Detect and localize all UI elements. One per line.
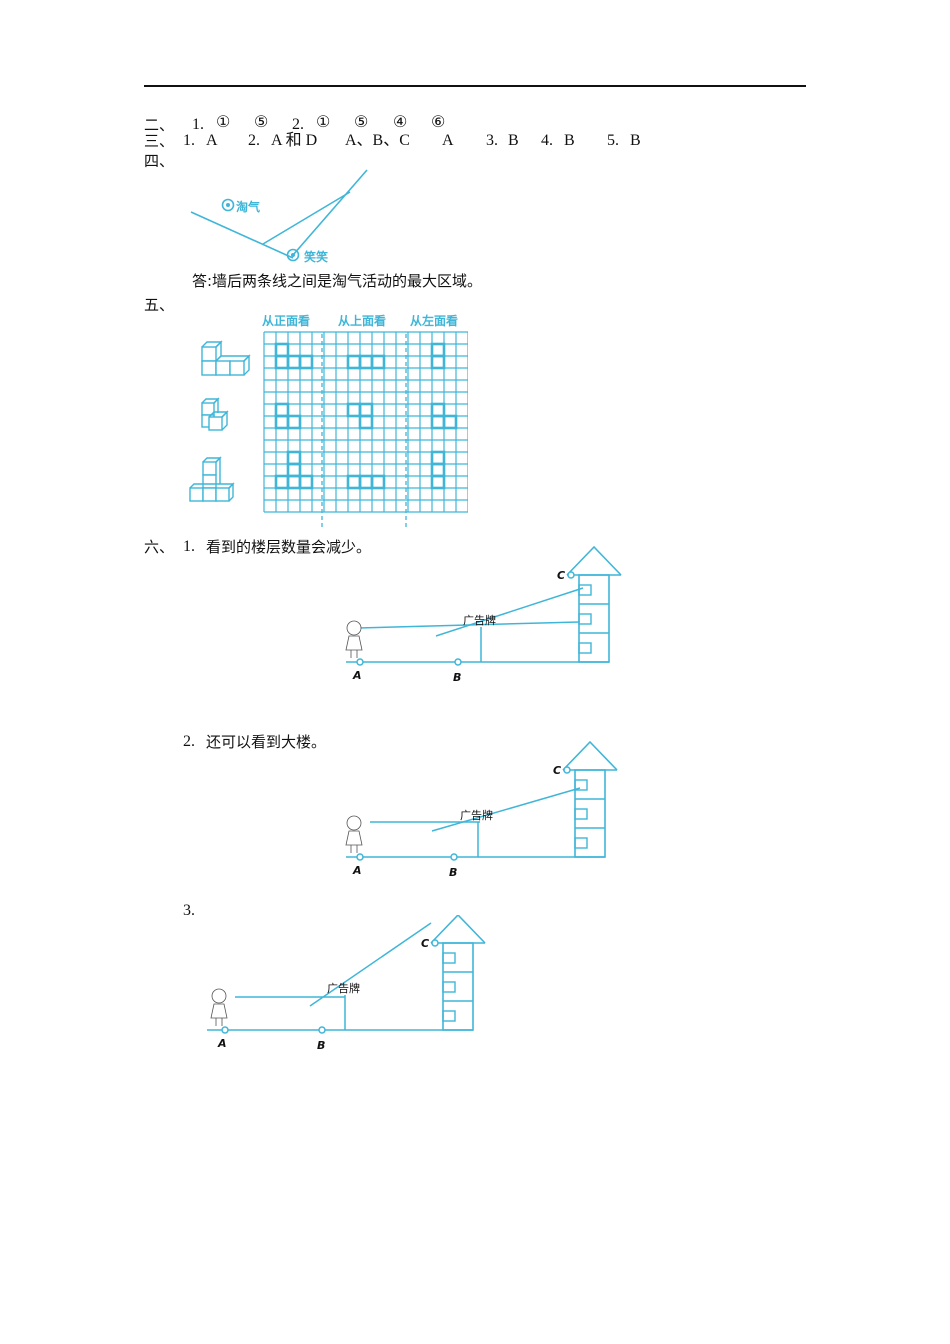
q2-answer-1: ① <box>316 114 331 131</box>
sightline-diagram-2: 广告牌 A B C <box>345 740 618 879</box>
q2-answer-3: ④ <box>393 114 408 131</box>
section-4-label: 四、 <box>144 152 175 170</box>
s3-q3-num: 3. <box>486 132 498 149</box>
s6-q3-num: 3. <box>183 902 195 919</box>
svg-text:广告牌: 广告牌 <box>327 981 360 995</box>
sightline-diagram-1: 广告牌 A B C <box>345 545 622 684</box>
s3-q2-ans: A 和 D <box>271 132 318 149</box>
s3-q5-num: 5. <box>607 132 619 149</box>
section-2-label: 二、 <box>144 116 175 134</box>
svg-text:C: C <box>421 937 429 950</box>
svg-text:广告牌: 广告牌 <box>460 808 493 822</box>
s3-q2-extra-1: A、B、C <box>345 132 410 149</box>
section-3-label: 三、 <box>144 132 175 150</box>
s3-q1-ans: A <box>206 132 218 149</box>
sightline-diagram-3: 广告牌 A B C <box>207 915 486 1052</box>
s3-q4-num: 4. <box>541 132 553 149</box>
s6-q2-num: 2. <box>183 733 195 750</box>
svg-text:B: B <box>317 1039 325 1052</box>
header-front-view: 从正面看 <box>262 314 311 328</box>
s3-q4-ans: B <box>564 132 575 149</box>
s6-q1-text: 看到的楼层数量会减少。 <box>206 538 372 556</box>
svg-text:B: B <box>449 866 457 879</box>
svg-text:A: A <box>352 669 362 682</box>
section-4-answer: 答:墙后两条线之间是淘气活动的最大区域。 <box>192 272 483 290</box>
s3-q2-num: 2. <box>248 132 260 149</box>
q1-number: 1. <box>192 116 204 133</box>
q1-answer-2: ⑤ <box>254 114 269 131</box>
xiaoxiao-label: 笑笑 <box>304 250 329 264</box>
s3-q2-extra-2: A <box>442 132 454 149</box>
s3-q3-ans: B <box>508 132 519 149</box>
q2-answer-4: ⑥ <box>431 114 446 131</box>
taoqi-label: 淘气 <box>236 200 261 214</box>
svg-text:广告牌: 广告牌 <box>463 613 496 627</box>
header-left-view: 从左面看 <box>410 314 459 328</box>
s6-q2-text: 还可以看到大楼。 <box>206 733 327 751</box>
svg-text:A: A <box>352 864 362 877</box>
svg-text:A: A <box>217 1037 227 1050</box>
svg-text:C: C <box>553 764 561 777</box>
s3-q1-num: 1. <box>183 132 195 149</box>
block-shapes <box>189 340 251 502</box>
q1-answer-1: ① <box>216 114 231 131</box>
q2-answer-2: ⑤ <box>354 114 369 131</box>
section-5-label: 五、 <box>144 296 175 314</box>
section-6-label: 六、 <box>144 538 175 556</box>
view-grid <box>263 331 468 527</box>
svg-text:B: B <box>453 671 461 684</box>
header-rule <box>144 85 806 87</box>
activity-area-diagram <box>190 169 368 262</box>
s6-q1-num: 1. <box>183 538 195 555</box>
q2-number: 2. <box>292 116 304 133</box>
s3-q5-ans: B <box>630 132 641 149</box>
svg-text:C: C <box>557 569 565 582</box>
header-top-view: 从上面看 <box>338 314 387 328</box>
